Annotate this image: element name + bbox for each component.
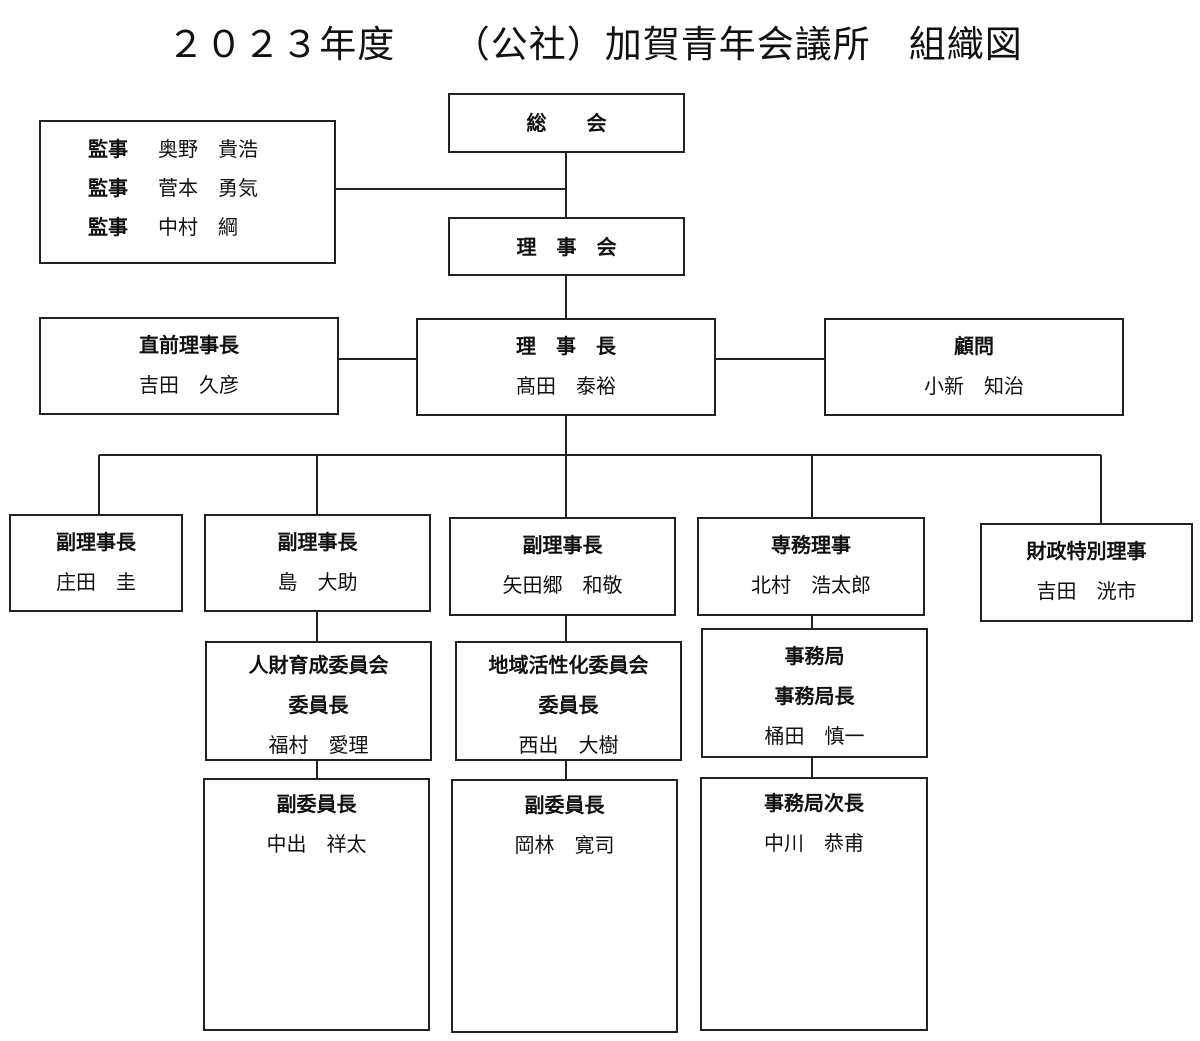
executive-director-box: 専務理事 北村 浩太郎: [697, 517, 925, 616]
committee-name: 人財育成委員会: [248, 653, 389, 677]
auditor-role: 監事: [88, 137, 128, 161]
board-box: 理 事 会: [448, 217, 685, 276]
auditor-role: 監事: [88, 215, 128, 239]
vice-chair-name: 岡林 寛司: [514, 833, 615, 857]
committee-chair-name: 西出 大樹: [518, 733, 619, 757]
advisor-box: 顧問 小新 知治: [824, 318, 1124, 416]
president-role: 理 事 長: [516, 334, 616, 358]
committee-chair-name: 福村 愛理: [268, 733, 369, 757]
auditor-name: 中村 綱: [158, 215, 238, 239]
secretariat-box: 事務局 事務局長 桶田 慎一: [701, 628, 928, 758]
board-label: 理 事 会: [516, 234, 617, 259]
deputy-chief-role: 事務局次長: [764, 791, 864, 815]
past-president-box: 直前理事長 吉田 久彦: [39, 317, 339, 415]
president-name: 髙田 泰裕: [516, 374, 616, 398]
auditor-name: 奥野 貴浩: [158, 137, 258, 161]
vice-president-role: 副理事長: [56, 530, 136, 554]
finance-director-box: 財政特別理事 吉田 洸市: [980, 523, 1193, 622]
secretariat-chief-role: 事務局長: [774, 684, 855, 708]
past-president-name: 吉田 久彦: [139, 373, 239, 397]
deputy-chief-name: 中川 恭甫: [764, 831, 864, 855]
auditor-name: 菅本 勇気: [158, 176, 258, 200]
page-title: ２０２３年度 （公社）加賀青年会議所 組織図: [167, 23, 1023, 66]
committee-chair-role: 委員長: [288, 693, 349, 717]
deputy-chief-box: 事務局次長 中川 恭甫: [700, 777, 928, 1031]
auditors-box: 監事 奥野 貴浩 監事 菅本 勇気 監事 中村 綱: [39, 120, 336, 264]
executive-director-name: 北村 浩太郎: [751, 573, 871, 597]
vice-chair-box: 副委員長 中出 祥太: [203, 778, 430, 1031]
executive-director-role: 専務理事: [771, 533, 851, 557]
president-box: 理 事 長 髙田 泰裕: [416, 318, 716, 416]
general-assembly-label: 総 会: [526, 111, 607, 135]
general-assembly-box: 総 会: [448, 93, 685, 153]
auditor-row: 監事 菅本 勇気: [88, 169, 258, 208]
vice-chair-role: 副委員長: [276, 792, 357, 816]
past-president-role: 直前理事長: [139, 333, 239, 357]
committee-box: 地域活性化委員会 委員長 西出 大樹: [455, 641, 682, 761]
vice-president-name: 矢田郷 和敬: [502, 573, 623, 597]
finance-director-role: 財政特別理事: [1026, 539, 1147, 563]
vice-president-name: 庄田 圭: [56, 570, 136, 594]
vice-president-role: 副理事長: [522, 533, 603, 557]
committee-box: 人財育成委員会 委員長 福村 愛理: [205, 641, 432, 761]
auditor-row: 監事 奥野 貴浩: [88, 130, 258, 169]
vice-president-box: 副理事長 島 大助: [204, 514, 431, 612]
vice-chair-box: 副委員長 岡林 寛司: [451, 779, 678, 1033]
committee-chair-role: 委員長: [538, 693, 599, 717]
vice-president-box: 副理事長 庄田 圭: [9, 514, 183, 612]
vice-chair-name: 中出 祥太: [266, 832, 367, 856]
vice-chair-role: 副委員長: [524, 793, 605, 817]
auditor-row: 監事 中村 綱: [88, 208, 238, 247]
secretariat-chief-name: 桶田 慎一: [764, 724, 865, 748]
vice-president-box: 副理事長 矢田郷 和敬: [449, 517, 676, 616]
vice-president-name: 島 大助: [277, 570, 358, 594]
auditor-role: 監事: [88, 176, 128, 200]
committee-name: 地域活性化委員会: [488, 653, 649, 677]
advisor-name: 小新 知治: [924, 374, 1024, 398]
secretariat-name: 事務局: [784, 644, 845, 668]
finance-director-name: 吉田 洸市: [1036, 579, 1137, 603]
vice-president-role: 副理事長: [277, 530, 358, 554]
advisor-role: 顧問: [954, 334, 994, 358]
